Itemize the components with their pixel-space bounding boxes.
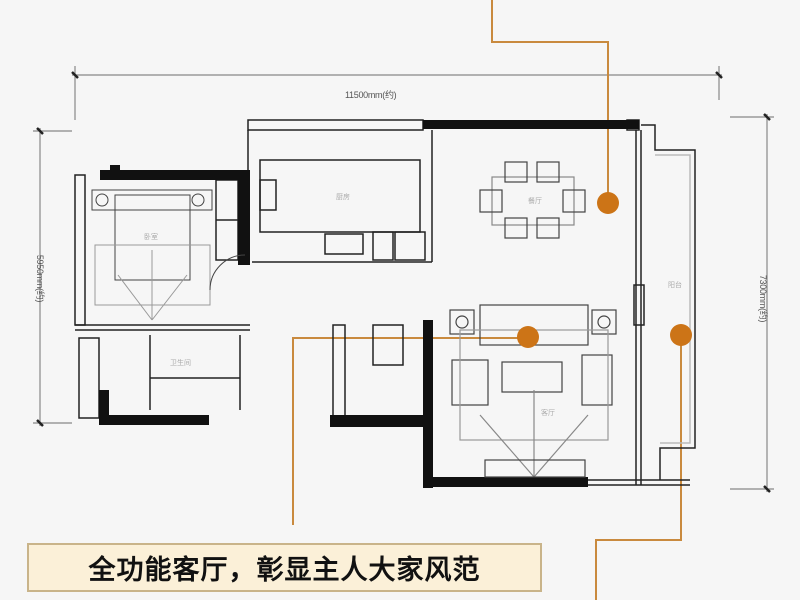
room-label-balcony: 阳台 xyxy=(668,281,682,289)
room-label-dining: 餐厅 xyxy=(528,197,542,205)
dining-hotspot[interactable] xyxy=(597,192,619,214)
width-dimension-label: 11500mm(约) xyxy=(345,90,397,100)
room-label-bathroom: 卫生间 xyxy=(170,359,191,367)
bedroom-furniture xyxy=(91,189,246,321)
thick-walls xyxy=(99,120,639,488)
dining-furniture xyxy=(479,161,586,239)
dimension-ticks xyxy=(36,71,771,493)
room-label-kitchen: 厨房 xyxy=(336,193,350,201)
feature-caption: 全功能客厅，彰显主人大家风范 xyxy=(27,543,542,592)
right-depth-dimension-label: 7300mm(约) xyxy=(758,274,769,323)
balcony-hotspot[interactable] xyxy=(670,324,692,346)
room-label-living: 客厅 xyxy=(541,409,555,417)
living-hotspot[interactable] xyxy=(517,326,539,348)
caption-text: 全功能客厅，彰显主人大家风范 xyxy=(88,555,481,586)
room-label-bedroom: 卧室 xyxy=(144,233,158,241)
left-depth-dimension-label: 5950mm(约) xyxy=(35,254,46,303)
